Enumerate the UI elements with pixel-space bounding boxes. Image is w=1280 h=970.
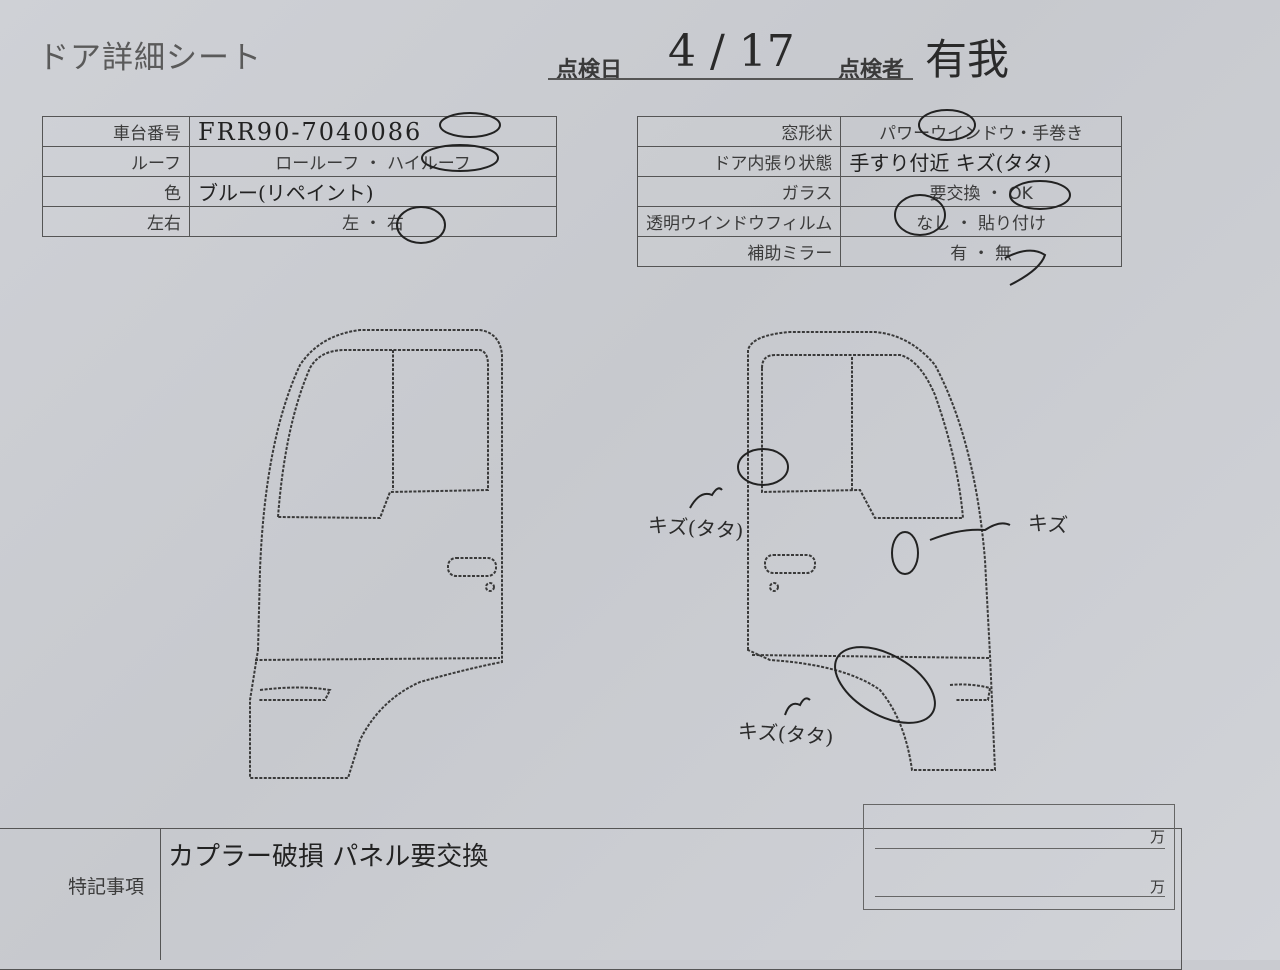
pen-circle-high-roof — [421, 144, 499, 172]
vehicle-info-table: 車台番号 FRR90-7040086 ルーフ ロールーフ ・ ハイルーフ 色 ブ… — [42, 116, 557, 237]
price-unit-1: 万 — [1150, 828, 1166, 846]
table-row: 透明ウインドウフィルム なし ・ 貼り付け — [636, 206, 1122, 237]
window-type-value: パワーウインドウ・手巻き — [840, 116, 1122, 147]
inspector-value: 有我 — [925, 35, 1010, 84]
side-label: 左右 — [42, 206, 190, 237]
table-row: 補助ミラー 有 ・ 無 — [636, 236, 1122, 267]
pen-circle-ok — [1009, 180, 1071, 210]
interior-trim-value: 手すり付近 キズ(タタ) — [849, 151, 1052, 175]
remarks-text: カプラー破損 パネル要交換 — [168, 842, 489, 872]
pen-circle-right — [396, 206, 446, 244]
interior-trim-label: ドア内張り状態 — [636, 146, 842, 177]
side-value: 左 ・ 右 — [189, 206, 557, 237]
chassis-number-label: 車台番号 — [42, 116, 190, 147]
glass-label: ガラス — [636, 176, 842, 207]
panel-scratch-note: キズ — [1027, 510, 1069, 538]
table-row: 左右 左 ・ 右 — [42, 206, 557, 237]
window-film-value: なし ・ 貼り付け — [840, 206, 1122, 237]
pen-circle-chassis — [439, 112, 501, 138]
color-value: ブルー(リペイント) — [198, 181, 374, 205]
table-row: 色 ブルー(リペイント) — [42, 176, 557, 207]
table-row: 窓形状 パワーウインドウ・手巻き — [636, 116, 1122, 147]
aux-mirror-label: 補助ミラー — [636, 236, 842, 267]
damage-circle-panel — [891, 531, 919, 575]
leader-line-window — [689, 487, 723, 509]
inspection-date-value: 4 / 17 — [668, 26, 795, 77]
window-film-label: 透明ウインドウフィルム — [636, 206, 842, 237]
left-door-drawing — [249, 329, 503, 779]
glass-value: 要交換 ・ OK — [840, 176, 1122, 207]
aux-mirror-value: 有 ・ 無 — [840, 236, 1122, 267]
color-label: 色 — [42, 176, 190, 207]
price-row-2 — [875, 896, 1165, 897]
window-type-label: 窓形状 — [636, 116, 842, 147]
leader-line-panel — [929, 522, 1011, 541]
remarks-label: 特記事項 — [68, 876, 145, 898]
damage-circle-window — [737, 448, 789, 486]
damage-circle-lower — [834, 646, 936, 724]
table-row: ドア内張り状態 手すり付近 キズ(タタ) — [636, 146, 1122, 177]
price-unit-2: 万 — [1150, 878, 1166, 896]
pen-circle-none — [894, 194, 946, 236]
remarks-divider — [160, 828, 161, 960]
table-row: ガラス 要交換 ・ OK — [636, 176, 1122, 207]
price-row-1 — [875, 848, 1165, 849]
header-underline — [548, 78, 913, 80]
sheet-title: ドア詳細シート — [38, 40, 262, 76]
table-row: 車台番号 FRR90-7040086 — [42, 116, 557, 147]
door-condition-table: 窓形状 パワーウインドウ・手巻き ドア内張り状態 手すり付近 キズ(タタ) ガラ… — [636, 116, 1122, 267]
price-box — [863, 804, 1175, 910]
roof-label: ルーフ — [42, 146, 190, 177]
right-door-drawing — [747, 331, 997, 771]
leader-line-lower — [784, 697, 811, 716]
pen-circle-mirror-none — [1004, 249, 1047, 286]
pen-circle-power-window — [918, 109, 976, 141]
chassis-number-value: FRR90-7040086 — [198, 117, 423, 146]
